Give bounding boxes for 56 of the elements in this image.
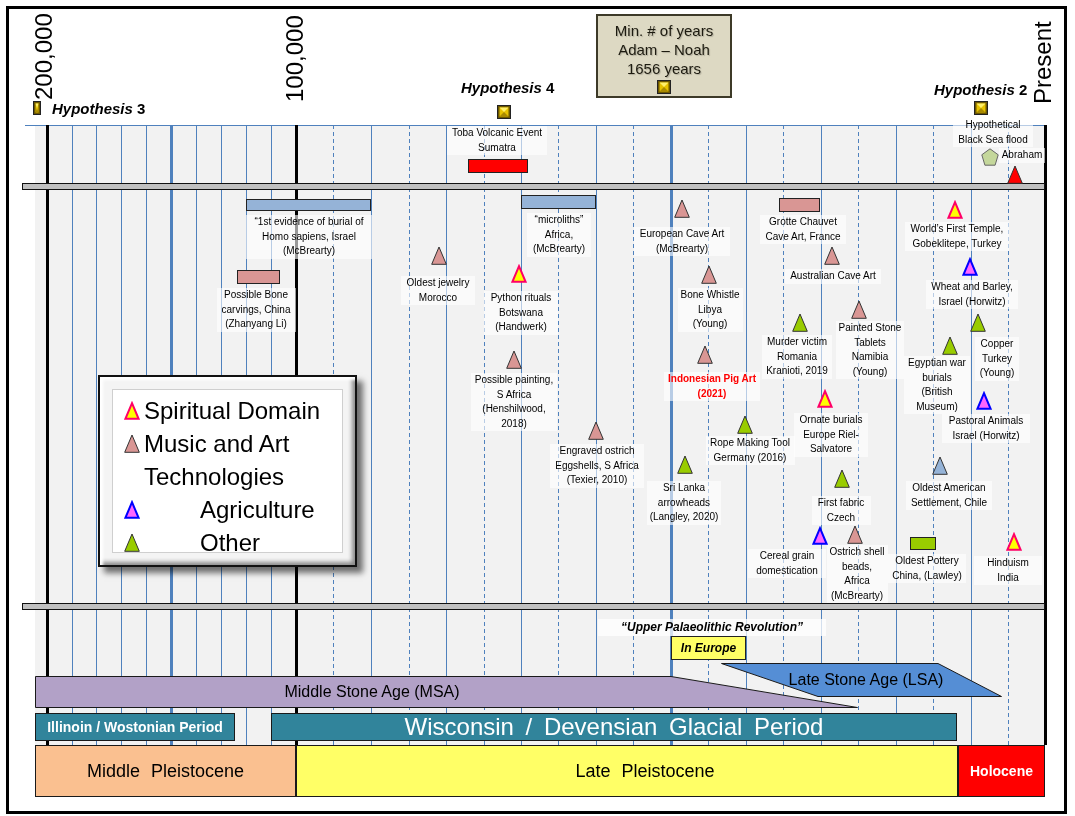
range-bar xyxy=(521,195,596,209)
event-label: Rope Making Tool Germany (2016) xyxy=(705,436,795,465)
legend-label: Other xyxy=(200,528,262,558)
note-text: Min. # of years Adam – Noah 1656 years xyxy=(613,21,715,78)
event-label: Ornate burials Europe Riel-Salvatore xyxy=(794,413,868,457)
hypothesis-label: Hypothesis 2 xyxy=(934,81,1028,99)
event-label: Abraham xyxy=(999,148,1045,163)
event-label: Pastoral Animals Israel (Horwitz) xyxy=(942,414,1030,443)
event-label: “microliths” Africa, (McBrearty) xyxy=(527,213,591,257)
event-label: World’s First Temple, Gobeklitepe, Turkey xyxy=(905,222,1009,251)
legend-label: Agriculture xyxy=(200,495,316,525)
event-label: Hinduism India xyxy=(974,556,1042,585)
axis-label: 200,000 xyxy=(32,13,56,100)
event-label: First fabric Czech xyxy=(811,496,871,525)
event-label: Hypothetical Black Sea flood xyxy=(953,118,1033,147)
event-label: Python rituals Botswana (Handwerk) xyxy=(484,291,558,335)
event-label: Wheat and Barley, Israel (Horwitz) xyxy=(926,280,1018,309)
range-bar xyxy=(779,198,820,212)
epoch-band: Middle Pleistocene xyxy=(35,745,296,797)
region-tag: In Europe xyxy=(671,636,746,660)
event-label: Ostrich shell beads, Africa (McBrearty) xyxy=(826,545,888,603)
event-label: Egyptian war burials (British Museum) xyxy=(904,356,970,414)
hypothesis-label: Hypothesis 3 xyxy=(52,100,146,118)
event-label: Australian Cave Art xyxy=(785,269,881,284)
axis-label: 100,000 xyxy=(283,15,307,102)
glacial-period-band: Illinoin / Wostonian Period xyxy=(35,713,235,741)
event-label: Oldest American Settlement, Chile xyxy=(906,481,992,510)
event-label: “1st evidence of burial of Homo sapiens, Israel (McBrearty) xyxy=(246,215,372,259)
range-bar xyxy=(246,199,371,211)
event-label: Bone Whistle Libya (Young) xyxy=(677,288,743,332)
event-label: Possible painting, S Africa (Henshilwood, 2018) xyxy=(471,373,557,431)
event-label: Cereal grain domestication xyxy=(748,549,826,578)
event-label: Engraved ostrich Eggshells, S Africa (Texier, 2010) xyxy=(550,444,644,488)
legend-label: Music and Art Technologies xyxy=(144,429,291,492)
event-label: Sri Lanka arrowheads (Langley, 2020) xyxy=(647,481,721,525)
event-label: Painted Stone Tablets Namibia (Young) xyxy=(836,321,904,379)
event-label: Indonesian Pig Art (2021) xyxy=(664,372,760,401)
range-bar xyxy=(237,270,280,284)
range-bar xyxy=(468,159,528,173)
range-bar xyxy=(910,537,936,550)
epoch-band: Late Pleistocene xyxy=(296,745,958,797)
epoch-band: Holocene xyxy=(958,745,1045,797)
axis-label: Present xyxy=(1031,21,1055,104)
event-label: Oldest Pottery China, (Lawley) xyxy=(888,554,966,583)
note-box xyxy=(596,14,732,98)
legend-label: Spiritual Domain xyxy=(144,396,322,426)
glacial-period-band: Wisconsin / Devensian Glacial Period xyxy=(271,713,957,741)
event-label: Possible Bone carvings, China (Zhanyang Li) xyxy=(216,288,296,332)
event-label: Grotte Chauvet Cave Art, France xyxy=(760,215,846,244)
event-label: Oldest jewelry Morocco xyxy=(401,276,475,305)
hypothesis-label: Hypothesis 4 xyxy=(461,79,555,97)
period-label: “Upper Palaeolithic Revolution” xyxy=(598,619,826,636)
event-label: Copper Turkey (Young) xyxy=(975,337,1019,381)
event-label: European Cave Art (McBrearty) xyxy=(634,227,730,256)
event-label: Toba Volcanic Event Sumatra xyxy=(447,126,547,155)
event-label: Murder victim Romania Kranioti, 2019 xyxy=(762,335,832,379)
